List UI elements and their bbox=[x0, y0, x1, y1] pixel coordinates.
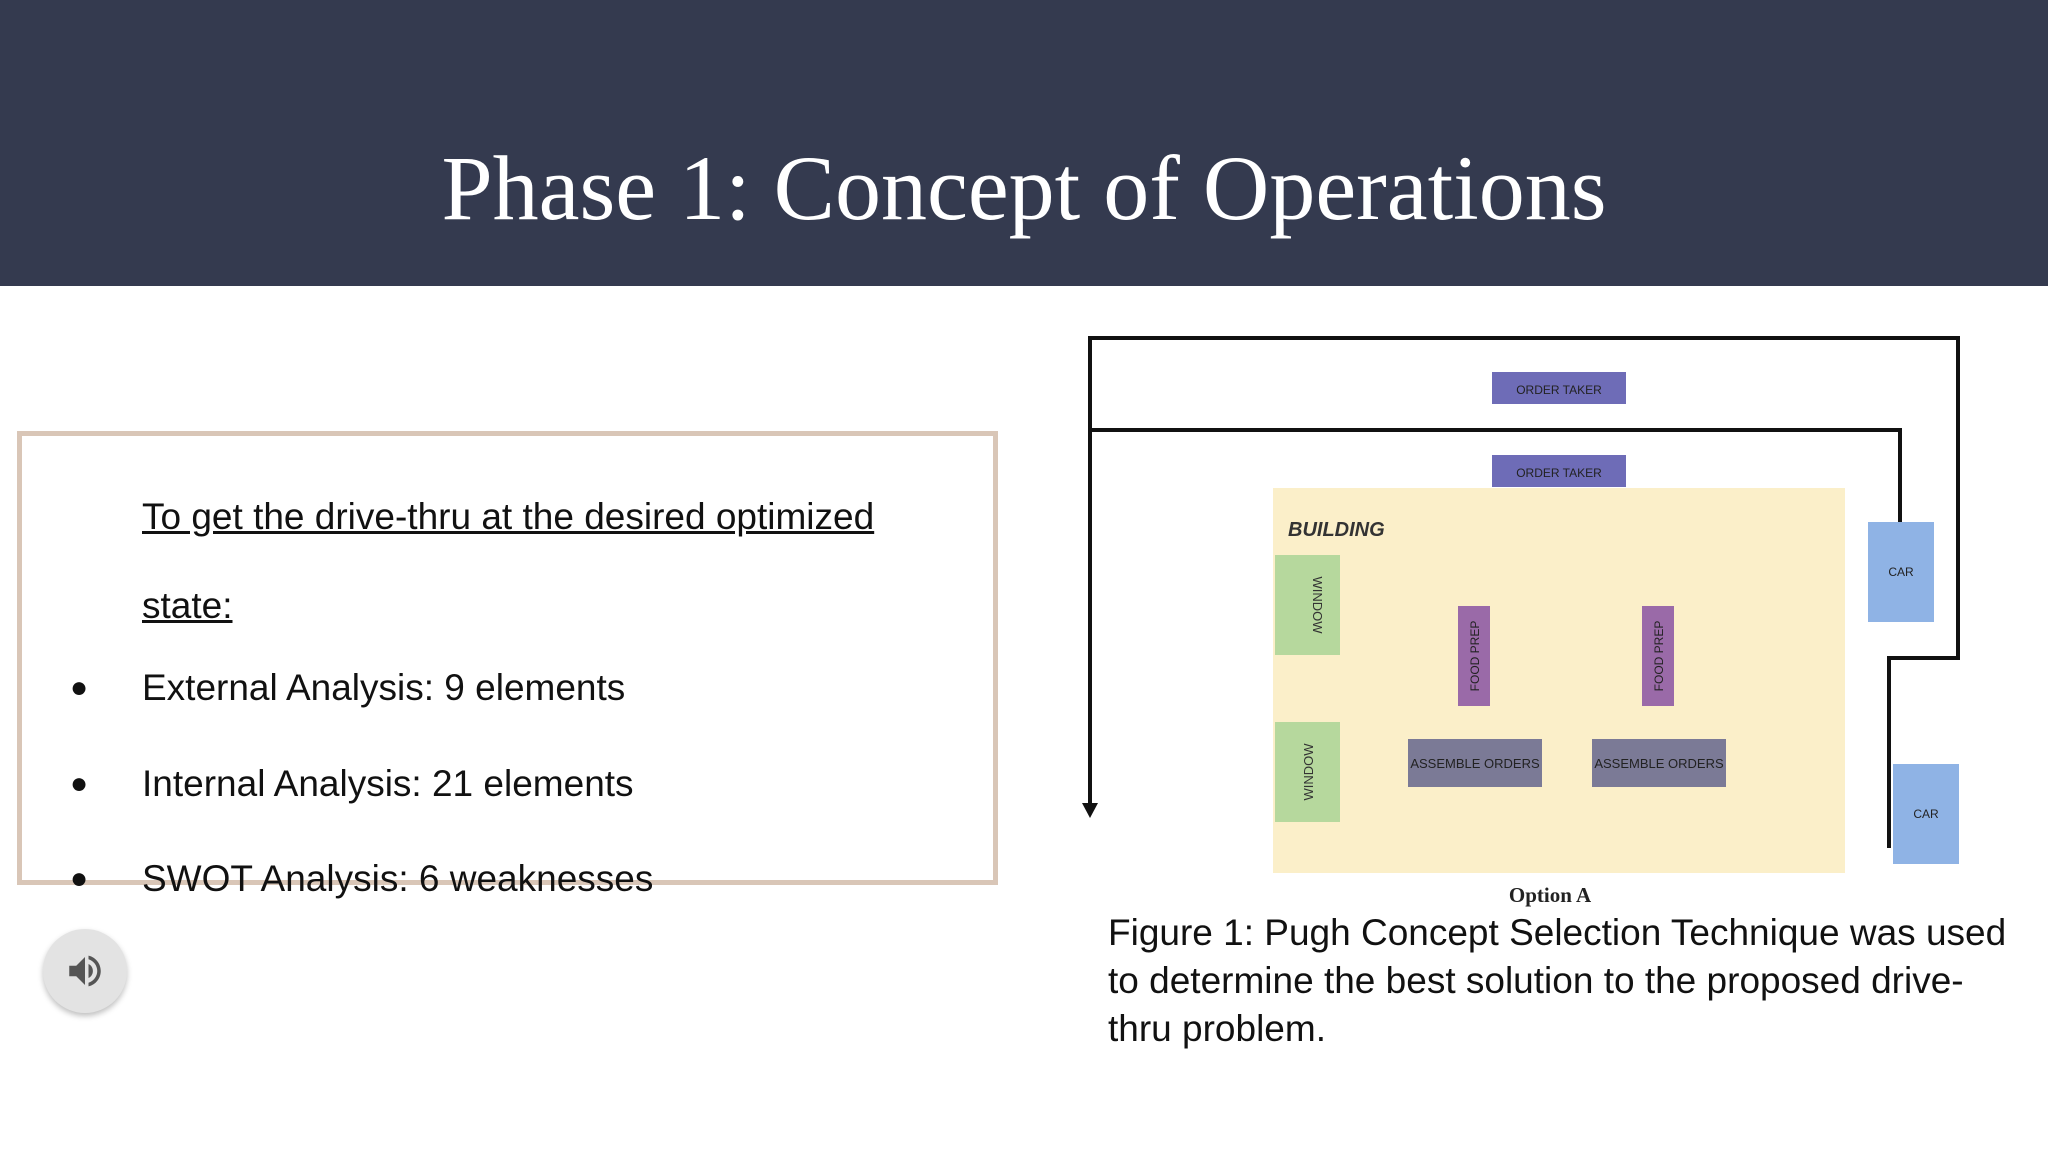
outer-lane bbox=[1088, 336, 1960, 848]
order-taker-label: ORDER TAKER bbox=[1516, 383, 1602, 397]
assemble-orders-label: ASSEMBLE ORDERS bbox=[1410, 756, 1540, 771]
car-box bbox=[1893, 764, 1959, 864]
assemble-orders-box bbox=[1408, 739, 1542, 787]
inner-lane bbox=[1090, 428, 1902, 526]
window-label: WINDOW bbox=[1310, 576, 1325, 634]
speaker-icon bbox=[69, 955, 101, 987]
bullet-dot: ● bbox=[70, 671, 89, 704]
text-box bbox=[17, 431, 998, 885]
bullet-dot: ● bbox=[70, 862, 89, 895]
drive-thru-diagram: BUILDING ORDER TAKER ORDER TAKER WINDOW … bbox=[1070, 318, 1970, 918]
bullet-text: SWOT Analysis: 6 weaknesses bbox=[142, 858, 654, 899]
car-label: CAR bbox=[1888, 565, 1914, 579]
food-prep-label: FOOD PREP bbox=[1652, 621, 1666, 692]
intro-text: To get the drive-thru at the desired opt… bbox=[142, 496, 875, 626]
audio-button[interactable] bbox=[43, 929, 127, 1013]
bullet-text: External Analysis: 9 elements bbox=[142, 667, 626, 708]
food-prep-box bbox=[1642, 606, 1674, 706]
assemble-orders-label: ASSEMBLE ORDERS bbox=[1594, 756, 1724, 771]
order-taker-box bbox=[1492, 455, 1626, 487]
building-area bbox=[1273, 488, 1845, 873]
window-label: WINDOW bbox=[1301, 743, 1316, 801]
order-taker-box bbox=[1492, 372, 1626, 404]
lane-arrow bbox=[1082, 803, 1098, 818]
figure-caption: Figure 1: Pugh Concept Selection Techniq… bbox=[1108, 912, 2007, 1049]
car-label: CAR bbox=[1913, 807, 1939, 821]
car-box bbox=[1868, 522, 1934, 622]
building-label: BUILDING bbox=[1288, 519, 1385, 541]
order-taker-label: ORDER TAKER bbox=[1516, 466, 1602, 480]
food-prep-label: FOOD PREP bbox=[1468, 621, 1482, 692]
option-label: Option A bbox=[1509, 883, 1592, 907]
slide-title: Phase 1: Concept of Operations bbox=[441, 137, 1607, 239]
window-box bbox=[1275, 555, 1340, 655]
bullet-dot: ● bbox=[70, 767, 89, 800]
window-box bbox=[1275, 722, 1340, 822]
assemble-orders-box bbox=[1592, 739, 1726, 787]
bullet-text: Internal Analysis: 21 elements bbox=[142, 763, 634, 804]
title-banner bbox=[0, 0, 2048, 286]
food-prep-box bbox=[1458, 606, 1490, 706]
